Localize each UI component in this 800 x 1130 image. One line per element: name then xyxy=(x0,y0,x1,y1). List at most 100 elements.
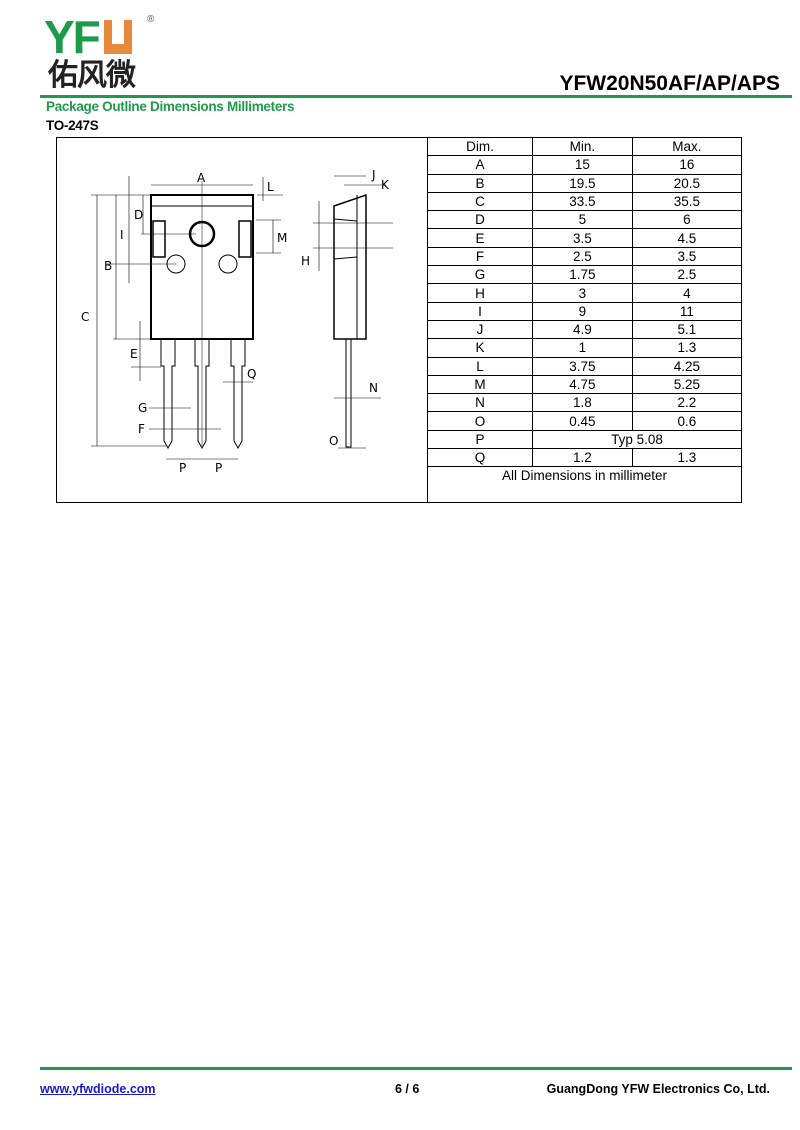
dim-label-k: K xyxy=(381,178,390,192)
cell-min: 1.8 xyxy=(532,393,633,413)
cell-min: 15 xyxy=(532,155,633,175)
cell-min: 3 xyxy=(532,283,633,303)
cell-max: 1.3 xyxy=(631,338,741,358)
dim-label-l: L xyxy=(267,180,274,194)
cell-min: 0.45 xyxy=(532,411,633,431)
cell-min: 3.5 xyxy=(532,228,633,248)
cell-dim: L xyxy=(428,356,533,376)
package-name: TO-247S xyxy=(46,118,99,133)
cell-dim: G xyxy=(428,265,533,285)
cell-max: 4.25 xyxy=(631,356,741,376)
logo-chinese-name: 佑风微 xyxy=(48,59,136,92)
cell-min: 19.5 xyxy=(532,173,633,193)
cell-min: 4.75 xyxy=(532,374,633,395)
cell-dim: K xyxy=(428,338,533,358)
dim-label-i: I xyxy=(120,228,124,242)
cell-max: 2.2 xyxy=(631,393,741,413)
registered-mark: ® xyxy=(147,14,155,25)
cell-max: 1.3 xyxy=(631,448,741,468)
cell-max: 3.5 xyxy=(631,246,741,267)
cell-dim: C xyxy=(428,191,533,212)
cell-max: 5.1 xyxy=(631,319,741,340)
cell-min: Typ 5.08 xyxy=(532,429,741,450)
dim-label-f: F xyxy=(138,422,145,436)
cell-dim: E xyxy=(428,228,533,248)
company-logo: YF ® 佑风微 xyxy=(44,11,155,92)
cell-dim: J xyxy=(428,319,533,340)
cell-dim: H xyxy=(428,283,533,303)
dim-label-p: P xyxy=(179,461,186,475)
cell-min: 1 xyxy=(532,338,633,358)
cell-min: 1.2 xyxy=(532,448,633,468)
dim-label-q: Q xyxy=(247,367,256,381)
cell-max: 4.5 xyxy=(631,228,741,248)
cell-min: 1.75 xyxy=(532,265,633,285)
dim-label-p2: P xyxy=(215,461,222,475)
cell-min: 33.5 xyxy=(532,191,633,212)
cell-min: 9 xyxy=(532,301,633,321)
cell-dim: M xyxy=(428,374,533,395)
cell-min: 5 xyxy=(532,210,633,230)
cell-max: 4 xyxy=(631,283,741,303)
dim-label-m: M xyxy=(277,231,287,245)
cell-dim: F xyxy=(428,246,533,267)
section-title: Package Outline Dimensions Millimeters xyxy=(46,99,295,114)
dim-label-c: C xyxy=(81,310,89,324)
header-min: Min. xyxy=(532,138,633,157)
cell-max: 0.6 xyxy=(631,411,741,431)
cell-max: 6 xyxy=(631,210,741,230)
cell-dim: A xyxy=(428,155,533,175)
dim-label-o: O xyxy=(329,434,338,448)
cell-dim: N xyxy=(428,393,533,413)
cell-dim: O xyxy=(428,411,533,431)
dim-label-g: G xyxy=(138,401,147,415)
dim-label-h: H xyxy=(301,254,310,268)
dimensions-frame: A B C D E F G H I J K L M N O P P xyxy=(56,137,742,503)
footer-divider xyxy=(40,1067,792,1070)
dim-label-d: D xyxy=(134,208,143,222)
cell-dim: D xyxy=(428,210,533,230)
cell-max: 16 xyxy=(631,155,741,175)
cell-dim: I xyxy=(428,301,533,321)
cell-dim: P xyxy=(428,429,533,450)
header-divider xyxy=(40,95,792,98)
cell-max: 20.5 xyxy=(631,173,741,193)
website-link[interactable]: www.yfwdiode.com xyxy=(40,1082,156,1096)
cell-max: 35.5 xyxy=(631,191,741,212)
cell-max: 2.5 xyxy=(631,265,741,285)
page-number: 6 / 6 xyxy=(395,1082,420,1096)
cell-max: 11 xyxy=(631,301,741,321)
header-dim: Dim. xyxy=(428,138,533,157)
dim-label-e: E xyxy=(130,347,138,361)
dim-label-j: J xyxy=(371,168,376,182)
cell-dim: Q xyxy=(428,448,533,468)
dim-label-n: N xyxy=(369,381,378,395)
cell-min: 2.5 xyxy=(532,246,633,267)
cell-min: 3.75 xyxy=(532,356,633,376)
dimensions-note: All Dimensions in millimeter xyxy=(501,468,668,483)
package-outline-drawing: A B C D E F G H I J K L M N O P P xyxy=(57,138,428,502)
dim-label-a: A xyxy=(197,171,206,185)
table-header-row: Dim. Min. Max. xyxy=(428,138,741,157)
header-max: Max. xyxy=(631,138,741,157)
part-number: YFW20N50AF/AP/APS xyxy=(559,72,780,95)
